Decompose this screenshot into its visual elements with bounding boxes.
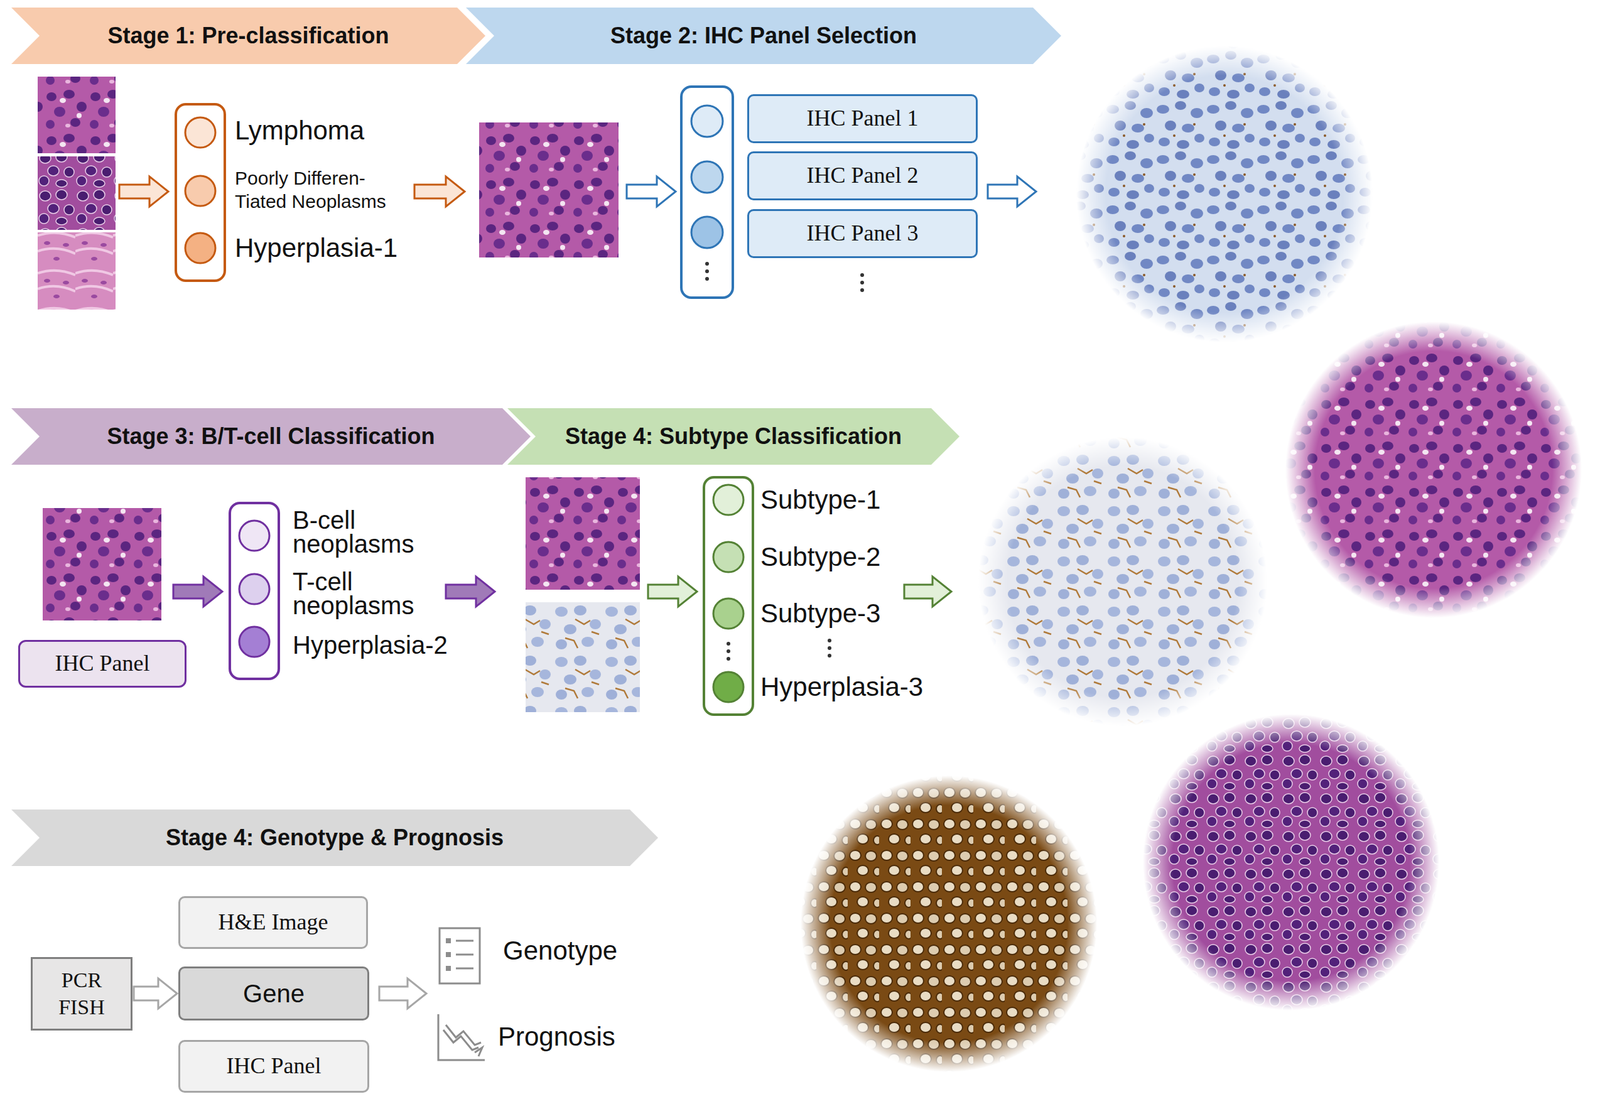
- class-label: Hyperplasia-2: [292, 629, 448, 660]
- class-label: Prognosis: [497, 1021, 616, 1053]
- class-label: Subtype-1: [760, 484, 881, 516]
- panel-box: H&E Image: [178, 896, 368, 949]
- document-icon: [439, 928, 480, 984]
- box-text: IHC Panel 1: [806, 104, 919, 132]
- banner-chevron: [11, 408, 531, 465]
- ihc-micrograph: [800, 775, 1098, 1072]
- stage-banner: Stage 4: Subtype Classification: [507, 408, 960, 465]
- panel-box: IHC Panel 1: [747, 94, 978, 144]
- class-circle: [185, 117, 216, 148]
- class-label: Hyperplasia-1: [234, 232, 398, 264]
- tissue-tile: [37, 76, 116, 154]
- stage-banner: Stage 1: Pre-classification: [11, 7, 486, 65]
- ihc-micrograph: [978, 437, 1268, 726]
- class-label: Poorly Differen- Tiated Neoplasms: [234, 167, 389, 213]
- class-circle: [239, 626, 270, 657]
- flow-arrow: [904, 576, 952, 607]
- tissue-tile: [37, 156, 116, 230]
- class-label: Subtype-3: [760, 597, 881, 630]
- class-circle: [691, 105, 723, 137]
- box-text: Gene: [243, 978, 305, 1009]
- class-label: B-cell neoplasms: [292, 508, 417, 556]
- class-column: [229, 502, 279, 679]
- flow-arrow: [648, 576, 698, 607]
- ellipsis-dots: [726, 638, 832, 661]
- class-circle: [185, 175, 216, 206]
- tissue-tile: [525, 477, 640, 590]
- class-column: [175, 104, 225, 281]
- class-circle: [691, 216, 723, 249]
- box-text: IHC Panel: [226, 1052, 322, 1080]
- panel-box: IHC Panel 3: [747, 209, 978, 259]
- class-circle: [691, 161, 723, 193]
- prognosis-icon: [438, 1014, 485, 1060]
- stage-title: Stage 2: IHC Panel Selection: [610, 21, 917, 49]
- panel-box: IHC Panel: [18, 639, 187, 688]
- banner-chevron: [507, 408, 960, 465]
- flow-arrow: [987, 176, 1037, 207]
- box-text: H&E Image: [218, 908, 329, 936]
- class-column: [681, 86, 733, 298]
- class-label: Genotype: [502, 935, 618, 967]
- panel-box: IHC Panel: [178, 1039, 370, 1093]
- tissue-tile: [37, 232, 116, 310]
- flow-arrow: [133, 978, 178, 1009]
- banner-chevron: [11, 809, 659, 866]
- stage-banner: Stage 4: Genotype & Prognosis: [11, 809, 659, 866]
- stage-banner: Stage 3: B/T-cell Classification: [11, 408, 531, 465]
- box-text: IHC Panel 3: [806, 219, 919, 247]
- he-micrograph: [1142, 713, 1440, 1011]
- ellipsis-dots: [705, 261, 865, 292]
- class-circle: [185, 232, 216, 264]
- class-label: T-cell neoplasms: [292, 569, 417, 618]
- box-text: IHC Panel: [55, 649, 151, 677]
- flow-arrow: [626, 176, 676, 207]
- stage-title: Stage 1: Pre-classification: [107, 21, 389, 49]
- class-circle: [239, 573, 270, 605]
- flow-arrow: [119, 176, 169, 207]
- banner-chevron: [11, 7, 486, 65]
- tissue-tile: [479, 122, 619, 258]
- flow-arrow: [173, 576, 223, 607]
- ihc-micrograph: [1076, 45, 1373, 343]
- ihc-tile: [525, 602, 640, 713]
- flow-arrow: [414, 176, 465, 207]
- stage-title: Stage 4: Subtype Classification: [565, 422, 902, 450]
- class-circle: [713, 484, 744, 515]
- panel-box: IHC Panel 2: [747, 151, 978, 201]
- panel-box: Gene: [178, 966, 370, 1021]
- flow-arrow: [445, 576, 495, 607]
- panel-box: PCR FISH: [30, 956, 133, 1031]
- class-label: Hyperplasia-3: [760, 671, 924, 703]
- class-label: Subtype-2: [760, 541, 881, 573]
- stage-title: Stage 3: B/T-cell Classification: [106, 422, 435, 450]
- class-label: Lymphoma: [234, 114, 365, 147]
- tissue-tile: [42, 508, 162, 621]
- class-circle: [713, 541, 744, 573]
- he-micrograph: [1285, 321, 1582, 618]
- banner-chevron: [465, 7, 1062, 65]
- class-circle: [713, 671, 744, 703]
- box-text: PCR FISH: [57, 967, 107, 1021]
- stage-banner: Stage 2: IHC Panel Selection: [465, 7, 1062, 65]
- class-circle: [239, 520, 270, 551]
- class-column: [703, 477, 753, 715]
- flow-arrow: [379, 978, 427, 1009]
- stage-title: Stage 4: Genotype & Prognosis: [165, 823, 504, 851]
- class-circle: [713, 598, 744, 629]
- box-text: IHC Panel 2: [806, 162, 919, 190]
